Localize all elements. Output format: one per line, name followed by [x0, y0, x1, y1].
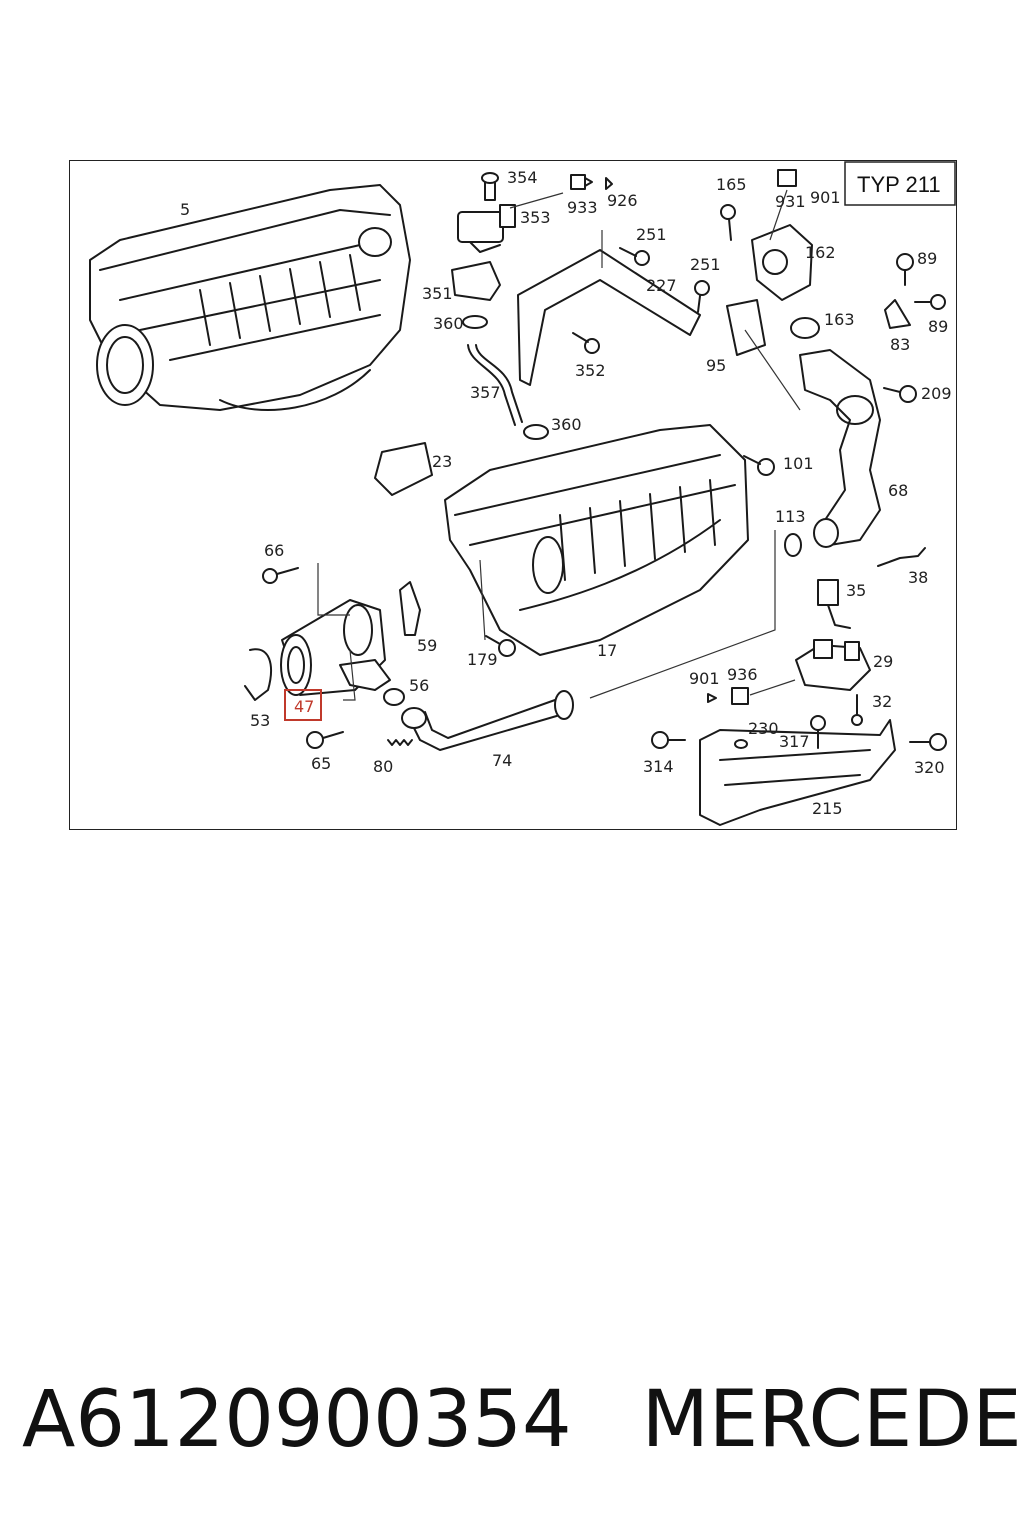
gasket-59[interactable] [399, 581, 421, 636]
oring-113[interactable] [784, 533, 802, 557]
gasket-95[interactable] [726, 299, 766, 356]
label-38: 38 [908, 568, 928, 587]
label-351: 351 [422, 284, 453, 303]
part-code: A6120900354 [22, 1375, 572, 1465]
bolt-320 [909, 733, 947, 751]
label-74: 74 [492, 751, 512, 770]
label-17: 17 [597, 641, 617, 660]
label-227: 227 [646, 276, 677, 295]
oring-56[interactable] [383, 688, 405, 706]
label-251-b: 251 [690, 255, 721, 274]
label-230: 230 [748, 719, 779, 738]
bolt-179 [485, 635, 516, 657]
label-352: 352 [575, 361, 606, 380]
label-901: 901 [810, 188, 841, 207]
label-80: 80 [373, 757, 393, 776]
label-32: 32 [872, 692, 892, 711]
label-83: 83 [890, 335, 910, 354]
label-360: 360 [433, 314, 464, 333]
label-251: 251 [636, 225, 667, 244]
label-101: 101 [783, 454, 814, 473]
label-357: 357 [470, 383, 501, 402]
sensor-35[interactable] [817, 579, 851, 629]
bracket-38[interactable] [877, 547, 926, 567]
part-labels: 5 354 353 933 926 165 931 901 251 162 89… [180, 168, 952, 818]
label-353: 353 [520, 208, 551, 227]
screw-66 [262, 567, 299, 584]
intake-manifold-lower[interactable] [444, 424, 749, 656]
label-35: 35 [846, 581, 866, 600]
bolt-251b [694, 280, 710, 313]
label-163: 163 [824, 310, 855, 329]
bracket-351[interactable] [451, 261, 501, 301]
label-215: 215 [812, 799, 843, 818]
bolt-317 [810, 715, 826, 749]
variant-box [844, 161, 956, 206]
bolt-165 [720, 204, 736, 241]
bolt-32 [851, 694, 863, 726]
label-65: 65 [311, 754, 331, 773]
sensor-353[interactable] [457, 172, 516, 253]
connector-936 [707, 687, 749, 705]
label-23: 23 [432, 452, 452, 471]
bracket-83[interactable] [884, 299, 911, 329]
intake-manifold-upper[interactable] [89, 184, 411, 411]
bolt-65 [306, 731, 344, 749]
bolt-101 [743, 455, 775, 476]
label-931: 931 [775, 192, 806, 211]
label-89-b: 89 [928, 317, 948, 336]
brand-name: MERCEDES [641, 1375, 1024, 1465]
highlight-box [284, 689, 322, 721]
label-59: 59 [417, 636, 437, 655]
label-179: 179 [467, 650, 498, 669]
bolt-89b [914, 294, 946, 310]
oring-163[interactable] [790, 317, 820, 339]
label-936: 936 [727, 665, 758, 684]
label-162: 162 [805, 243, 836, 262]
label-317: 317 [779, 732, 810, 751]
label-314: 314 [643, 757, 674, 776]
pipe-74[interactable] [401, 690, 574, 751]
connector-933 [570, 174, 613, 190]
spring-80[interactable] [387, 739, 413, 746]
throttle-body-47[interactable] [280, 599, 391, 696]
label-320: 320 [914, 758, 945, 777]
actuator-29[interactable] [795, 639, 871, 691]
hose-357[interactable] [462, 315, 549, 440]
bolt-209 [883, 385, 917, 403]
bolt-89a [896, 253, 914, 286]
label-29: 29 [873, 652, 893, 671]
washer-230 [734, 739, 748, 749]
leader-lines [317, 189, 801, 701]
label-901-b: 901 [689, 669, 720, 688]
variant-label: TYP 211 [857, 172, 941, 197]
label-5: 5 [180, 200, 190, 219]
label-95: 95 [706, 356, 726, 375]
bolt-251a [619, 247, 650, 266]
bracket-215[interactable] [699, 719, 896, 826]
label-933: 933 [567, 198, 598, 217]
label-53: 53 [250, 711, 270, 730]
gasket-23[interactable] [374, 442, 433, 496]
label-66: 66 [264, 541, 284, 560]
clip-53[interactable] [244, 648, 272, 701]
label-56: 56 [409, 676, 429, 695]
bolt-252 [572, 332, 600, 354]
label-209: 209 [921, 384, 952, 403]
label-165: 165 [716, 175, 747, 194]
label-354: 354 [507, 168, 538, 187]
highlight-label: 47 [294, 697, 314, 716]
label-360-b: 360 [551, 415, 582, 434]
label-926: 926 [607, 191, 638, 210]
bolt-314 [651, 731, 686, 749]
label-68: 68 [888, 481, 908, 500]
heat-shield-227[interactable] [517, 249, 701, 386]
label-89: 89 [917, 249, 937, 268]
part-caption: A6120900354 MERCEDES [22, 1370, 1024, 1470]
valve-162[interactable] [751, 169, 813, 301]
pipe-68[interactable] [799, 349, 881, 548]
label-113: 113 [775, 507, 806, 526]
